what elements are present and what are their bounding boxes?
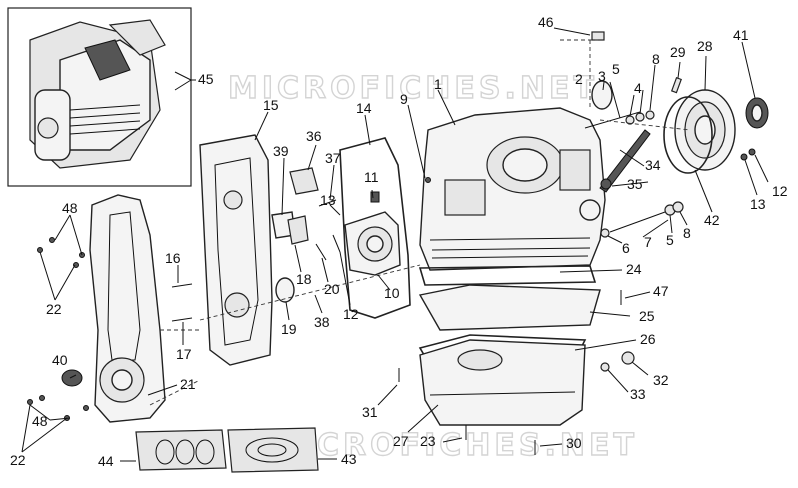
callout-28: 28 bbox=[697, 38, 713, 54]
plate-36 bbox=[289, 167, 319, 195]
callout-31: 31 bbox=[362, 404, 378, 420]
callout-45: 45 bbox=[198, 71, 214, 87]
callout-40: 40 bbox=[52, 352, 68, 368]
washer-5 bbox=[625, 115, 635, 125]
callout-29: 29 bbox=[670, 44, 686, 60]
leader-45 bbox=[174, 71, 196, 91]
plug-46 bbox=[591, 31, 605, 41]
engine-overview-inset bbox=[7, 7, 192, 187]
gasket-42 bbox=[663, 96, 713, 174]
callout-5a: 5 bbox=[612, 61, 620, 77]
callout-16: 16 bbox=[165, 250, 181, 266]
nut-4 bbox=[635, 112, 645, 122]
callout-26: 26 bbox=[640, 331, 656, 347]
cap-2 bbox=[591, 80, 613, 110]
inner-cover bbox=[199, 134, 273, 366]
callout-15: 15 bbox=[263, 97, 279, 113]
callout-22b: 22 bbox=[10, 452, 26, 468]
callout-21: 21 bbox=[180, 376, 196, 392]
callout-1: 1 bbox=[434, 76, 442, 92]
callout-2: 2 bbox=[575, 71, 583, 87]
callout-48a: 48 bbox=[62, 200, 78, 216]
callout-7: 7 bbox=[644, 234, 652, 250]
callout-3: 3 bbox=[598, 68, 606, 84]
clutch-housing-28 bbox=[674, 89, 736, 171]
callout-numbers: 46 15 14 9 1 2 3 5 4 8 29 28 41 39 36 37… bbox=[10, 14, 788, 469]
watermark-bottom: MICROFICHES.NET bbox=[268, 428, 638, 463]
crankcase bbox=[419, 107, 606, 271]
callout-39: 39 bbox=[273, 143, 289, 159]
callout-4: 4 bbox=[634, 80, 642, 96]
gasket-kit-43 bbox=[227, 427, 319, 473]
bracket-18 bbox=[287, 215, 309, 245]
callout-48b: 48 bbox=[32, 413, 48, 429]
callout-46: 46 bbox=[538, 14, 554, 30]
callout-33: 33 bbox=[630, 386, 646, 402]
callout-24: 24 bbox=[626, 261, 642, 277]
bolt-11 bbox=[370, 191, 380, 203]
oring-35 bbox=[600, 178, 612, 190]
callout-8b: 8 bbox=[683, 225, 691, 241]
callout-30: 30 bbox=[566, 435, 582, 451]
timing-cover bbox=[89, 194, 166, 423]
bolt-13b bbox=[740, 153, 748, 161]
gasket-kit-44 bbox=[135, 429, 227, 471]
gasket-24 bbox=[418, 265, 597, 286]
callout-27: 27 bbox=[393, 433, 409, 449]
callout-5b: 5 bbox=[666, 232, 674, 248]
oil-pump-10 bbox=[344, 211, 401, 276]
nut-8b bbox=[672, 201, 684, 213]
callout-22a: 22 bbox=[46, 301, 62, 317]
dowel-6 bbox=[600, 228, 610, 238]
callout-11: 11 bbox=[364, 169, 379, 185]
callout-37: 37 bbox=[325, 150, 341, 166]
callout-47: 47 bbox=[653, 283, 669, 299]
callout-32: 32 bbox=[653, 372, 669, 388]
callout-23: 23 bbox=[420, 433, 436, 449]
dipstick-34 bbox=[599, 129, 651, 193]
dowel-29 bbox=[670, 76, 682, 94]
sump-plate-25 bbox=[418, 284, 601, 331]
gasket-14 bbox=[339, 137, 411, 319]
callout-8a: 8 bbox=[652, 51, 660, 67]
oil-pan-27 bbox=[419, 339, 586, 426]
callout-44: 44 bbox=[98, 453, 114, 469]
bolt-12b bbox=[748, 148, 756, 156]
callout-19: 19 bbox=[281, 321, 297, 337]
callout-17: 17 bbox=[176, 346, 192, 362]
callout-13a: 13 bbox=[320, 192, 336, 208]
callout-25: 25 bbox=[639, 308, 655, 324]
callout-36: 36 bbox=[306, 128, 322, 144]
seal-41-inner bbox=[751, 104, 763, 122]
callout-34: 34 bbox=[645, 157, 661, 173]
callout-12a: 12 bbox=[343, 306, 359, 322]
callout-43: 43 bbox=[341, 451, 357, 467]
watermark-top: MICROFICHES.NET bbox=[228, 71, 598, 106]
alignment-lines bbox=[149, 39, 691, 406]
small-bolts bbox=[27, 177, 635, 455]
callout-35: 35 bbox=[627, 176, 643, 192]
stud-3 bbox=[584, 111, 641, 129]
seal-19 bbox=[275, 277, 295, 303]
callout-14: 14 bbox=[356, 100, 372, 116]
callout-42: 42 bbox=[704, 212, 720, 228]
callout-12b: 12 bbox=[772, 183, 788, 199]
callout-20: 20 bbox=[324, 281, 340, 297]
callout-41: 41 bbox=[733, 27, 749, 43]
nut-8 bbox=[645, 110, 655, 120]
stud-7 bbox=[609, 211, 666, 233]
leader-lines bbox=[21, 27, 769, 462]
callout-18: 18 bbox=[296, 271, 312, 287]
callout-10: 10 bbox=[384, 285, 400, 301]
callout-6: 6 bbox=[622, 240, 630, 256]
cap-40 bbox=[61, 369, 83, 387]
callout-9: 9 bbox=[400, 91, 408, 107]
callout-13b: 13 bbox=[750, 196, 766, 212]
callout-38: 38 bbox=[314, 314, 330, 330]
